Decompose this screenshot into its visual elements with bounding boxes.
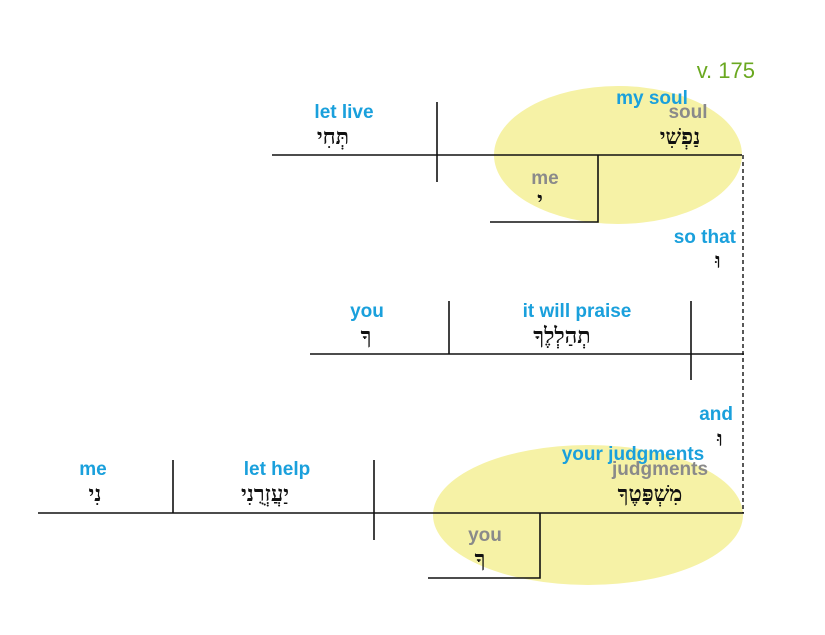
clause1-modifier-gloss: me: [531, 168, 558, 189]
conj1-hebrew: וּ: [714, 248, 721, 274]
clause3-subject-gloss: your judgments: [562, 444, 705, 465]
clause2-object-hebrew: ךָ: [361, 323, 372, 349]
verse-label: v. 175: [697, 58, 755, 83]
clause1-modifier-line: [490, 155, 599, 223]
clause3-verb-hebrew: יַעֲזְרֻנִי: [241, 481, 289, 507]
clause1-verb-gloss: let live: [314, 102, 373, 123]
clause1-subject-gloss: my soul: [616, 88, 688, 109]
clause1-subject-hebrew: נַפְשִׁי: [660, 124, 700, 150]
clause1-verb-hebrew: תְּחִי: [317, 124, 349, 150]
clause3-modifier-gloss: you: [468, 525, 502, 546]
clause1-modifier-hebrew: י: [537, 187, 543, 213]
clause3-modifier-hebrew: ךָ: [475, 546, 486, 572]
subject-highlight-clause3: [433, 445, 743, 585]
clause3-object-gloss: me: [79, 459, 106, 480]
clause3-modifier-line: [428, 513, 541, 579]
clause2-object-gloss: you: [350, 301, 384, 322]
conj2-gloss: and: [699, 404, 733, 425]
clause1-subject-sub-gloss: soul: [668, 102, 707, 123]
clause3-subject-hebrew: מִשְׁפָּטֶךָ: [618, 481, 683, 507]
conj2-hebrew: וּ: [716, 426, 723, 452]
clause3-object-hebrew: נִי: [89, 481, 102, 507]
clause3-verb-gloss: let help: [244, 459, 311, 480]
clause3-subject-sub-gloss: judgments: [611, 459, 708, 480]
conj1-gloss: so that: [674, 227, 737, 248]
clause2-verb-hebrew: תְהַלְלֶךָ: [533, 323, 590, 349]
clause2-verb-gloss: it will praise: [523, 301, 632, 322]
